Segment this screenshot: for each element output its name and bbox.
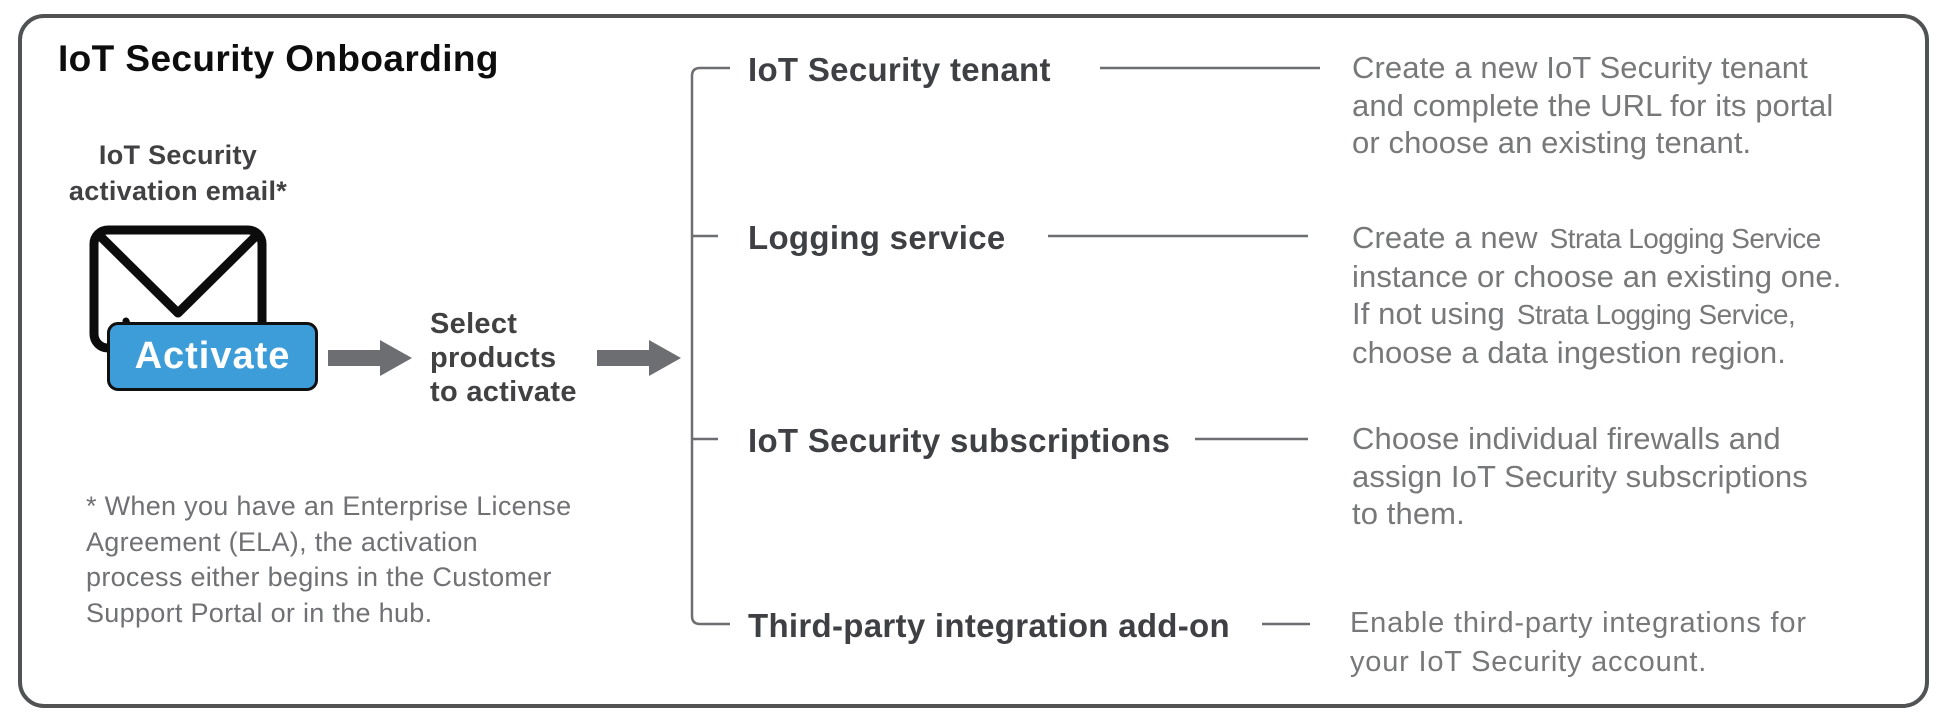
activation-email-label: IoT Security activation email* [36,137,320,209]
select-products-line2: products [430,342,557,374]
tree-item-iot-security-tenant: IoT Security tenant [748,51,1051,88]
tree-item-third-party-integration: Third-party integration add-on [748,607,1230,644]
description-line: or choose an existing tenant. [1352,125,1752,160]
arrow-head [649,340,681,376]
product-name-strata-logging-service: Strata Logging Service, [1516,299,1796,330]
description-line: and complete the URL for its portal [1352,87,1834,123]
arrow-shaft [597,350,650,366]
select-products-line3: to activate [430,376,577,408]
tree-item-iot-security-subscriptions: IoT Security subscriptions [748,422,1171,459]
description-iot-security-subscriptions: Choose individual firewalls and assign I… [1352,420,1808,533]
description-line: Create a new IoT Security tenant [1352,50,1808,85]
description-iot-security-tenant: Create a new IoT Security tenant and com… [1352,49,1833,162]
arrow-shaft [328,350,381,366]
product-name-strata-logging-service: Strata Logging Service [1549,223,1822,254]
flow-arrow-icon [597,340,681,376]
description-line: to them. [1352,496,1465,531]
description-line: Choose individual firewalls and [1352,421,1781,456]
description-line: choose a data ingestion region. [1352,334,1786,370]
description-line: your IoT Security account. [1350,646,1708,678]
footnote-line: Support Portal or in the hub. [86,597,433,628]
select-products-label: Select products to activate [430,307,577,409]
activation-email-label-line2: activation email* [68,176,288,206]
footnote-line: Agreement (ELA), the activation [86,526,478,557]
activate-button[interactable]: Activate [107,322,318,391]
select-products-line1: Select [430,308,518,340]
ela-footnote: * When you have an Enterprise License Ag… [86,489,571,631]
description-line: assign IoT Security subscriptions [1352,458,1808,494]
description-line: Enable third-party integrations for [1350,607,1807,639]
tree-item-logging-service: Logging service [748,219,1006,256]
arrow-head [380,340,412,376]
footnote-line: * When you have an Enterprise License [86,491,572,521]
description-third-party-integration: Enable third-party integrations for your… [1350,604,1807,682]
activation-email-label-line1: IoT Security [98,140,258,170]
footnote-line: process either begins in the Customer [86,562,552,592]
flow-arrow-icon [328,340,412,376]
diagram-title: IoT Security Onboarding [58,38,499,79]
description-line: instance or choose an existing one. [1352,258,1842,294]
